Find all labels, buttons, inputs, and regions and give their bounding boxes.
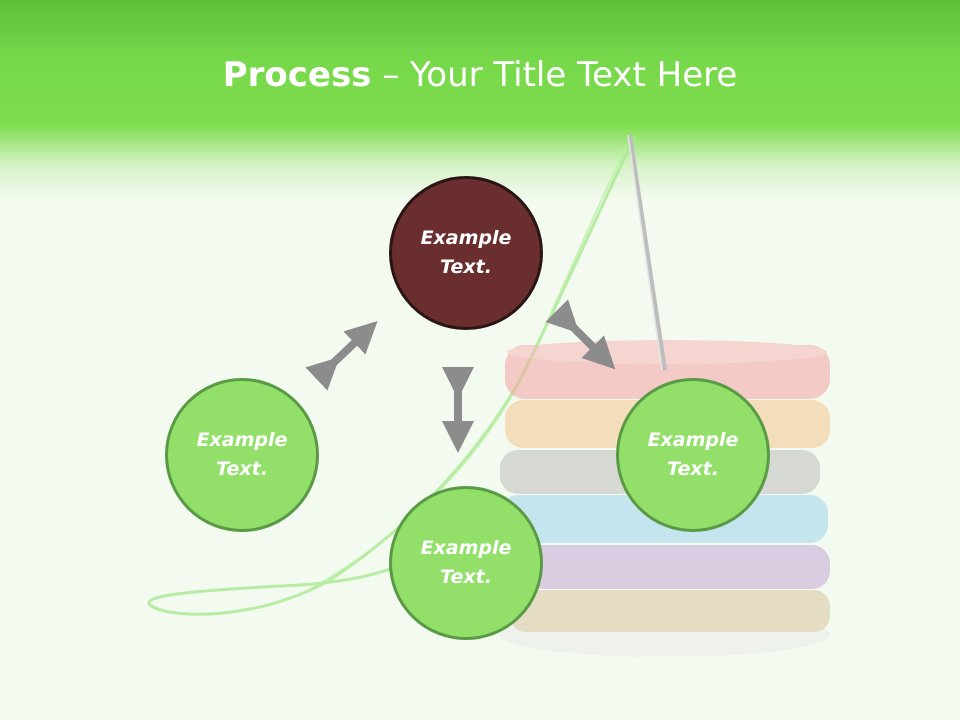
- node-left[interactable]: Example Text.: [165, 378, 319, 532]
- node-right[interactable]: Example Text.: [616, 378, 770, 532]
- arrow-top-left: [328, 332, 366, 368]
- node-bottom-label: Example Text.: [421, 534, 512, 592]
- node-top-label: Example Text.: [421, 224, 512, 282]
- node-top[interactable]: Example Text.: [389, 176, 543, 330]
- node-left-label: Example Text.: [197, 426, 288, 484]
- arrow-top-right: [568, 322, 604, 358]
- node-right-label: Example Text.: [648, 426, 739, 484]
- node-bottom[interactable]: Example Text.: [389, 486, 543, 640]
